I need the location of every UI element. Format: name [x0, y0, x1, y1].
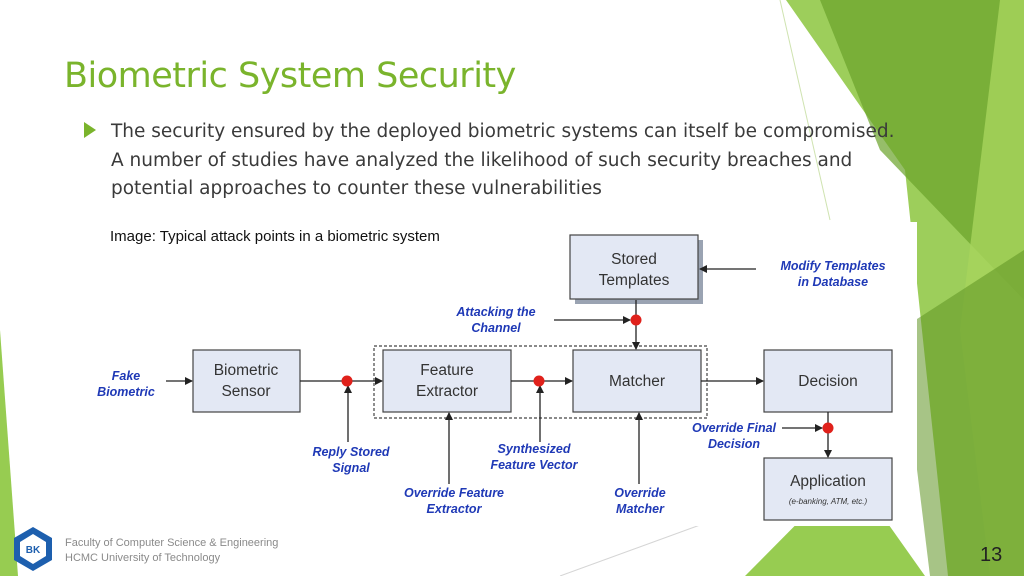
stored-templates-line2: Templates	[599, 272, 670, 289]
application-label: Application	[790, 473, 866, 490]
decor-line	[779, 0, 831, 221]
attack-point-dot	[341, 375, 353, 387]
footer-university: HCMC University of Technology	[65, 552, 221, 564]
label-override-matcher-1: Override	[614, 486, 665, 500]
label-fake-biometric-2: Biometric	[97, 385, 155, 399]
label-override-extractor-2: Extractor	[427, 502, 483, 516]
matcher-box: Matcher	[572, 349, 702, 413]
footer-faculty: Faculty of Computer Science & Engineerin…	[65, 537, 279, 549]
label-fake-biometric-1: Fake	[112, 369, 141, 383]
stored-templates-box: Stored Templates	[569, 234, 703, 304]
label-override-matcher-2: Matcher	[616, 502, 665, 516]
green-shard	[900, 250, 1024, 576]
decor-line	[559, 524, 701, 576]
label-reply-stored-1: Reply Stored	[312, 445, 389, 459]
decision-box: Decision	[763, 349, 893, 413]
decision-label: Decision	[798, 373, 857, 390]
label-override-decision-1: Override Final	[692, 421, 777, 435]
label-modify-templates-1: Modify Templates	[780, 259, 885, 273]
attack-points-diagram: Stored Templates Biometric Sensor Featur…	[70, 222, 917, 526]
label-override-extractor-1: Override Feature	[404, 486, 504, 500]
label-attacking-channel-2: Channel	[471, 321, 521, 335]
bullet-triangle-icon	[84, 122, 96, 138]
matcher-label: Matcher	[609, 373, 665, 390]
application-sublabel: (e-banking, ATM, etc.)	[789, 497, 868, 506]
slide-title: Biometric System Security	[64, 56, 516, 96]
attack-point-dot	[630, 314, 642, 326]
attack-point-dot	[533, 375, 545, 387]
university-logo: BK	[14, 527, 52, 571]
biometric-sensor-box: Biometric Sensor	[192, 349, 301, 413]
stored-templates-line1: Stored	[611, 251, 657, 268]
feature-extractor-box: Feature Extractor	[382, 349, 512, 413]
attack-point-dot	[822, 422, 834, 434]
label-synthesized-1: Synthesized	[498, 442, 571, 456]
bullet-text: The security ensured by the deployed bio…	[111, 121, 895, 199]
feature-extractor-line2: Extractor	[416, 383, 478, 400]
feature-extractor-line1: Feature	[420, 362, 473, 379]
label-reply-stored-2: Signal	[332, 461, 370, 475]
label-synthesized-2: Feature Vector	[490, 458, 578, 472]
label-attacking-channel-1: Attacking the	[455, 305, 535, 319]
footer: Faculty of Computer Science & Engineerin…	[65, 536, 278, 566]
logo-text: BK	[26, 545, 41, 556]
label-override-decision-2: Decision	[708, 437, 760, 451]
label-modify-templates-2: in Database	[798, 275, 868, 289]
image-caption: Image: Typical attack points in a biomet…	[110, 228, 440, 245]
page-number: 13	[980, 544, 1003, 566]
biometric-sensor-line1: Biometric	[214, 362, 279, 379]
green-shard	[0, 330, 18, 576]
application-box: Application (e-banking, ATM, etc.)	[763, 457, 893, 521]
biometric-sensor-line2: Sensor	[221, 383, 270, 400]
